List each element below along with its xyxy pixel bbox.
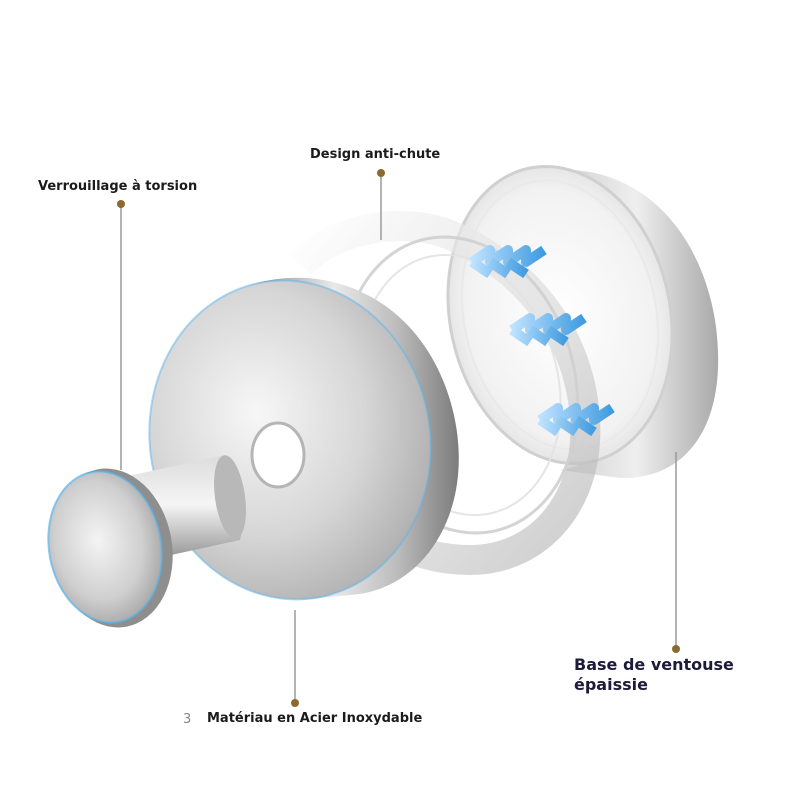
corner-mark: 3 — [183, 712, 192, 727]
callout-material — [291, 610, 299, 707]
label-anti-fall: Design anti-chute — [310, 147, 441, 162]
label-suction-base-line2: épaissie — [574, 675, 648, 694]
label-twist-lock: Verrouillage à torsion — [38, 179, 198, 194]
label-suction-base-line1: Base de ventouse — [574, 655, 734, 674]
front-cap — [47, 468, 173, 628]
callout-twist-lock — [117, 200, 125, 470]
label-material: Matériau en Acier Inoxydable — [207, 711, 423, 726]
chevron-arrows-icon — [469, 245, 615, 437]
callout-suction-base — [672, 452, 680, 653]
callout-anti-fall — [377, 169, 385, 240]
steel-disc — [148, 277, 459, 601]
